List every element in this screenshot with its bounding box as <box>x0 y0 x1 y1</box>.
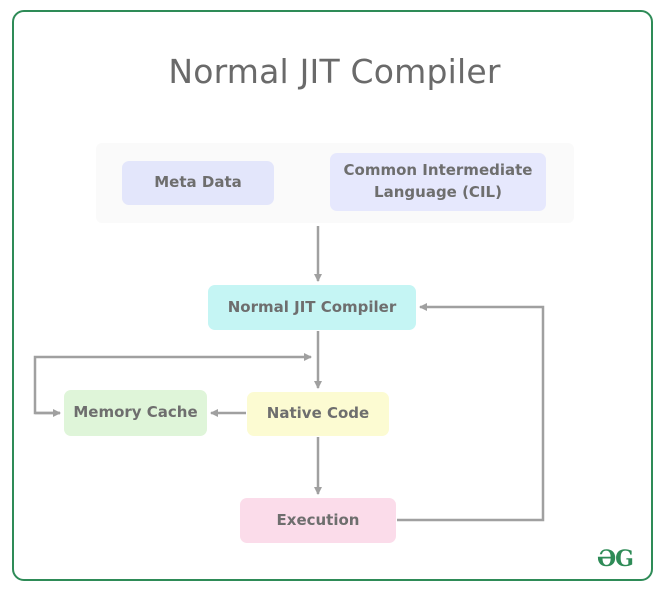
meta-data-node: Meta Data <box>122 161 274 205</box>
gfg-logo: ƏG <box>597 546 634 572</box>
execution-node: Execution <box>240 498 396 543</box>
native-code-node: Native Code <box>247 392 389 436</box>
memory-cache-node: Memory Cache <box>64 390 207 436</box>
meta-data-label: Meta Data <box>154 173 242 192</box>
memory-cache-label: Memory Cache <box>73 403 198 422</box>
diagram-title: Normal JIT Compiler <box>168 52 501 91</box>
cil-node: Common Intermediate Language (CIL) <box>330 153 546 211</box>
cil-label-line2: Language (CIL) <box>374 183 502 201</box>
cil-label-line1: Common Intermediate <box>343 161 533 180</box>
native-code-label: Native Code <box>266 404 370 423</box>
jit-compiler-label: Normal JIT Compiler <box>227 297 397 316</box>
jit-compiler-node: Normal JIT Compiler <box>208 285 416 330</box>
execution-label: Execution <box>276 510 360 529</box>
